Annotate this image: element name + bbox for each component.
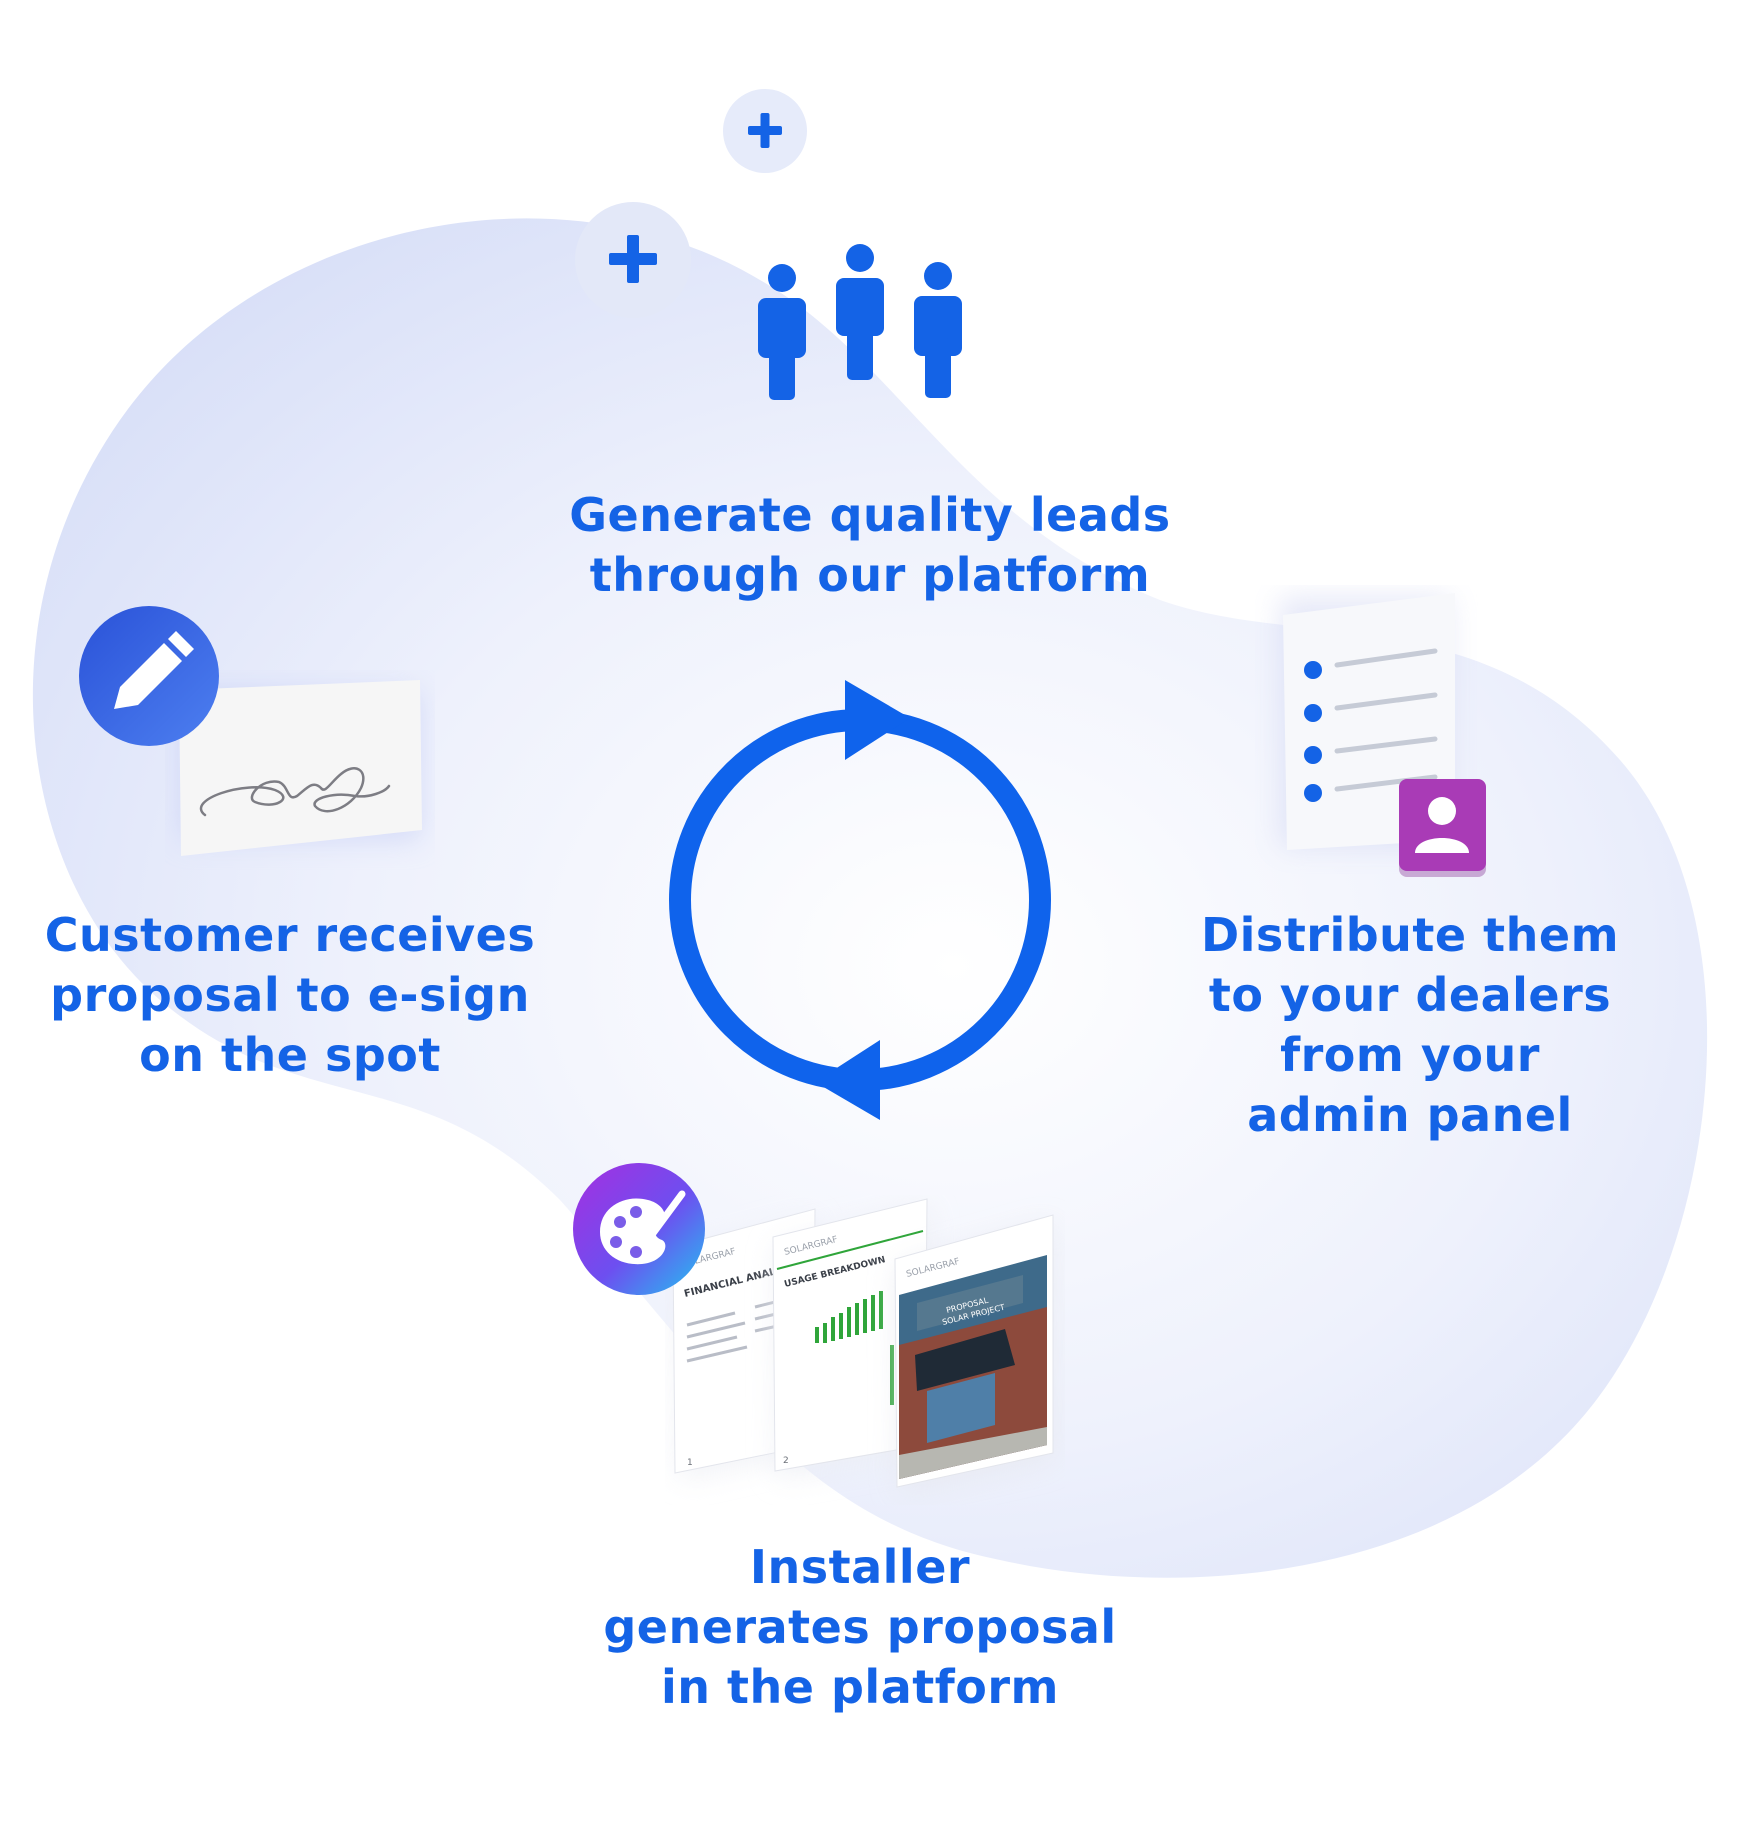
pencil-icon: [79, 606, 219, 746]
profile-badge-icon: [1399, 779, 1486, 877]
step-installer-text: Installer generates proposal in the plat…: [603, 1540, 1117, 1714]
cycle-arrows-icon: [669, 680, 1051, 1120]
proposal-page-number: 2: [783, 1456, 789, 1466]
step-customer-text: Customer receives proposal to e-sign on …: [44, 908, 536, 1082]
people-icon: [758, 244, 962, 400]
step-distribute-text: Distribute them to your dealers from you…: [1200, 908, 1620, 1142]
proposal-page: SOLARGRAF USAGE BREAKDOWN 2: [772, 1198, 930, 1479]
palette-icon: [573, 1163, 705, 1295]
plus-icon: [723, 89, 807, 173]
plus-icon: [575, 202, 691, 318]
proposal-page-number: 1: [687, 1458, 693, 1468]
step-leads-text: Generate quality leads through our platf…: [569, 488, 1171, 602]
proposal-pages-illustration: SOLARGRAF FINANCIAL ANALYSIS 1 SOLARGRAF…: [672, 1198, 1055, 1495]
checklist-document-icon: [1280, 593, 1455, 850]
signature-card-icon: [179, 680, 422, 856]
proposal-page: SOLARGRAF PROPOSAL SOLAR PROJECT: [894, 1214, 1055, 1495]
